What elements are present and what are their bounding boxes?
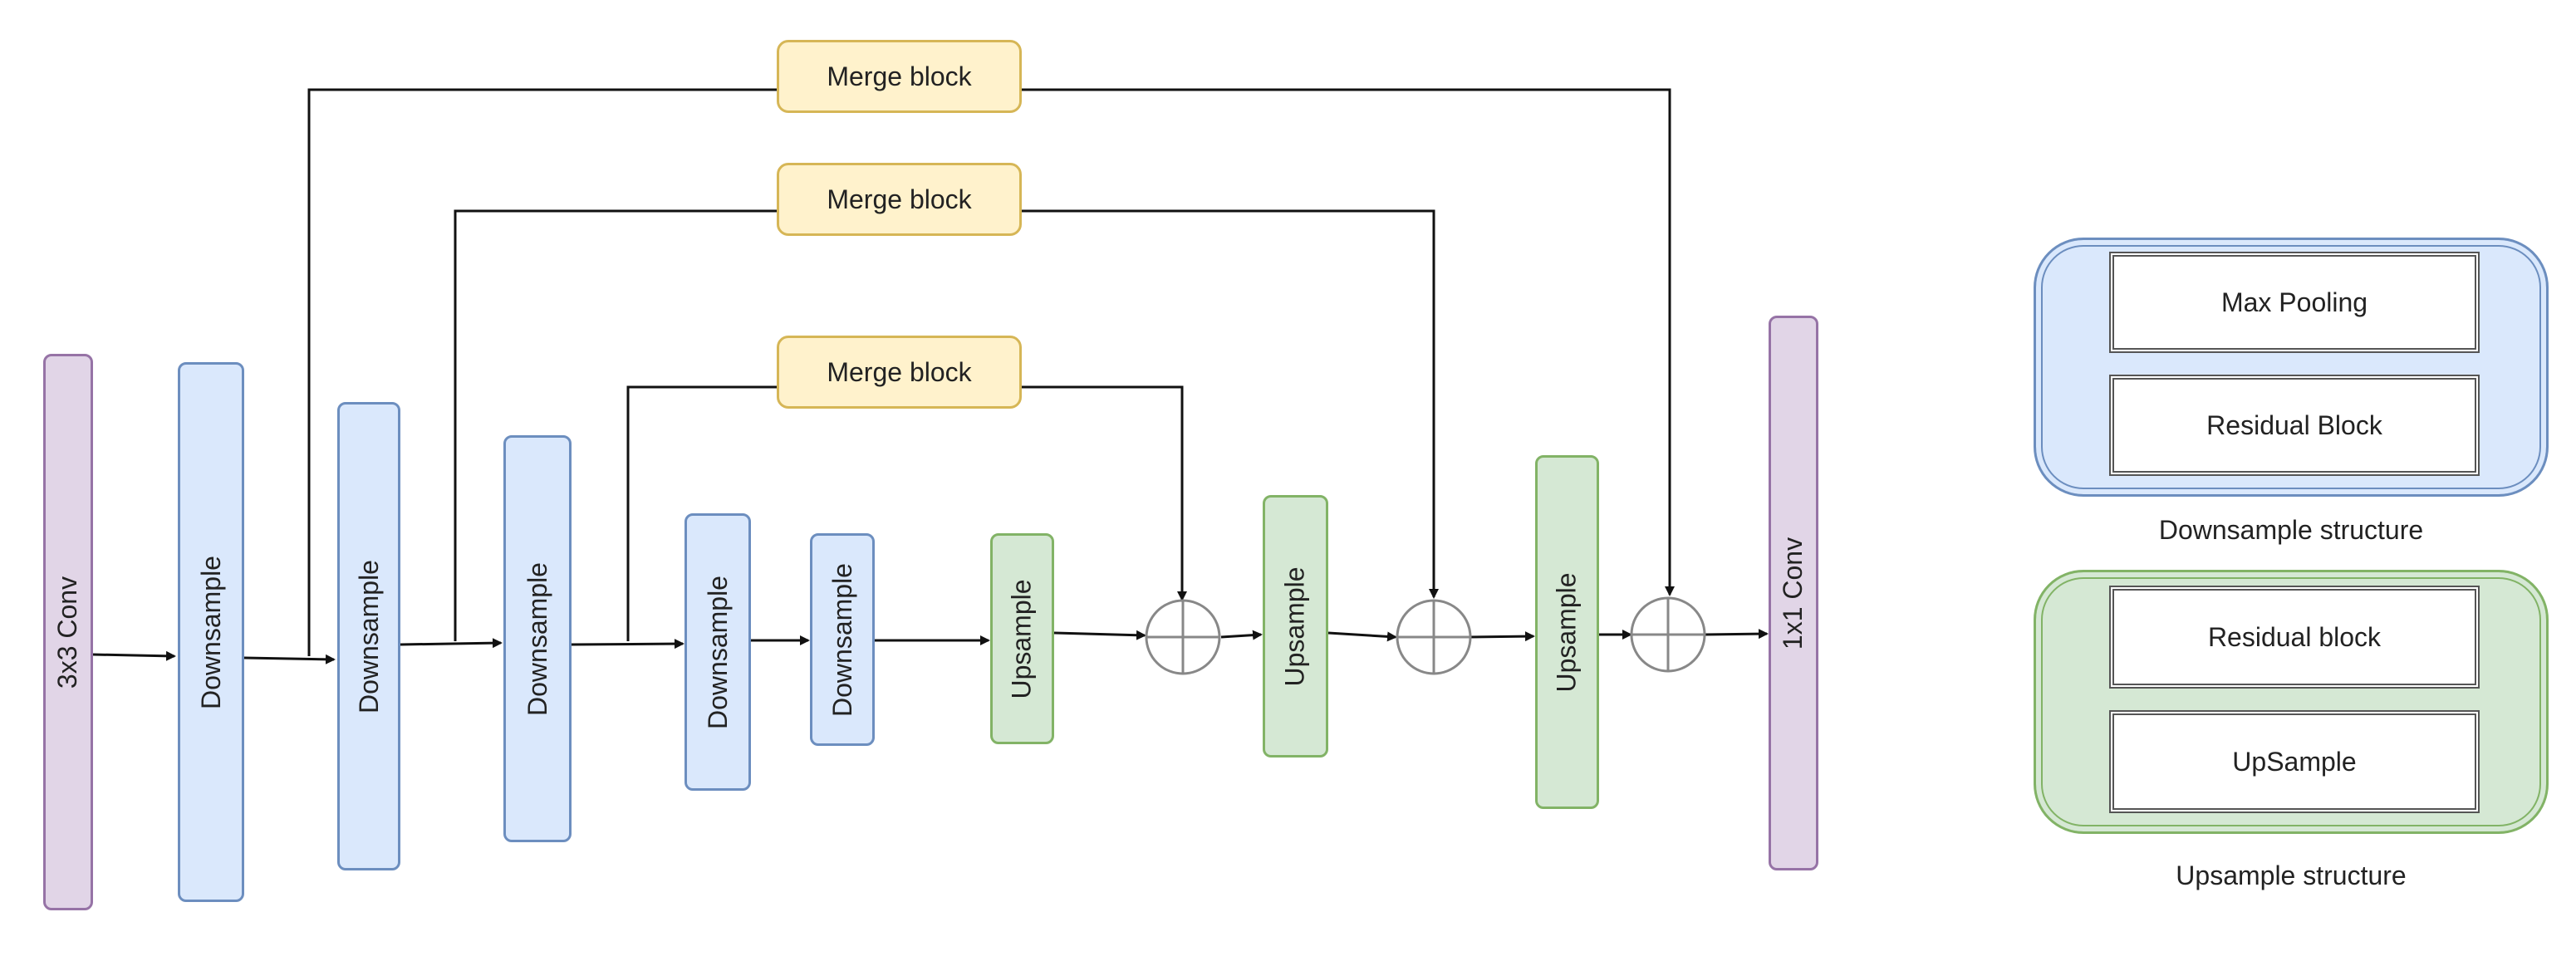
conv-3x3-block: 3x3 Conv: [43, 354, 93, 910]
merge-block-2: Merge block: [777, 163, 1022, 236]
upsample-structure-caption: Upsample structure: [2176, 860, 2407, 890]
downsample-label: Downsample: [702, 575, 733, 729]
downsample-structure-panel: Max Pooling Residual Block: [2034, 238, 2549, 497]
downsample-block-4: Downsample: [684, 513, 751, 791]
downsample-label: Downsample: [195, 555, 226, 709]
upsample-label: Upsample: [1280, 566, 1310, 687]
downsample-label: Downsample: [827, 562, 857, 717]
add-node: [1396, 599, 1472, 675]
downsample-block-5: Downsample: [810, 533, 875, 746]
downsample-label: Downsample: [353, 559, 384, 713]
skip-connections: [307, 88, 1675, 656]
residual-block-box: Residual Block: [2109, 375, 2480, 476]
downsample-block-3: Downsample: [503, 435, 572, 842]
upsample-box: UpSample: [2109, 710, 2480, 813]
add-node: [1630, 596, 1706, 673]
residual-block-box: Residual block: [2109, 586, 2480, 689]
downsample-block-2: Downsample: [337, 402, 400, 870]
main-flow-arrows: [92, 629, 1769, 664]
upsample-label: Upsample: [1007, 578, 1037, 699]
add-node: [1145, 599, 1221, 675]
merge-block-1: Merge block: [777, 40, 1022, 113]
conv-3x3-label: 3x3 Conv: [52, 576, 83, 689]
conv-1x1-label: 1x1 Conv: [1778, 537, 1808, 650]
merge-block-3: Merge block: [777, 336, 1022, 409]
upsample-structure-panel: Residual block UpSample: [2034, 570, 2549, 834]
max-pooling-box: Max Pooling: [2109, 252, 2480, 353]
conv-1x1-block: 1x1 Conv: [1769, 316, 1818, 870]
downsample-label: Downsample: [522, 561, 552, 716]
upsample-label: Upsample: [1552, 571, 1582, 693]
upsample-block-2: Upsample: [1263, 495, 1328, 758]
downsample-structure-caption: Downsample structure: [2158, 515, 2424, 545]
upsample-block-3: Upsample: [1535, 455, 1599, 809]
upsample-block-1: Upsample: [990, 533, 1054, 744]
downsample-block-1: Downsample: [178, 362, 244, 902]
